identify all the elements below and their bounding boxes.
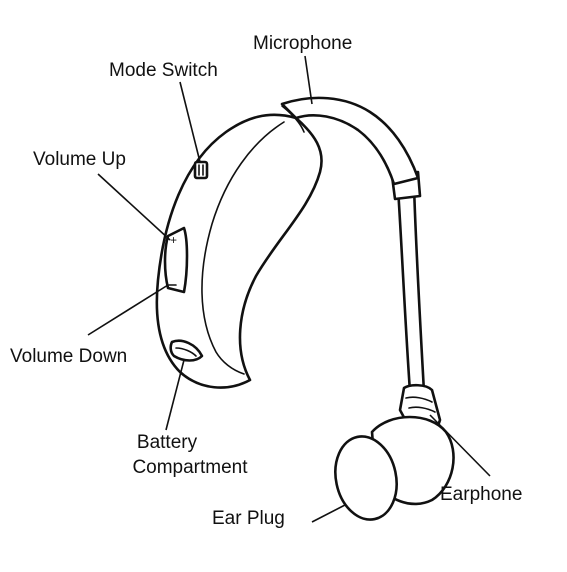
- label-compartment: Compartment: [132, 457, 248, 478]
- volume-rocker: [163, 226, 189, 294]
- label-battery: Battery: [137, 432, 198, 453]
- hearing-aid-body: [155, 113, 323, 389]
- ear-tube: [396, 184, 426, 394]
- label-earphone: Earphone: [440, 484, 522, 505]
- label-mode-switch: Mode Switch: [109, 60, 218, 81]
- mode-switch-control: [193, 160, 209, 180]
- leader-volume-down: [87, 284, 169, 336]
- label-volume-up: Volume Up: [33, 149, 126, 170]
- body-top-seam: [281, 105, 305, 133]
- volume-plus-symbol: +: [170, 233, 177, 247]
- ear-plug-front: [334, 435, 398, 521]
- leader-microphone: [304, 55, 313, 105]
- leader-volume-up: [97, 173, 171, 241]
- earphone-collar-line-1: [405, 396, 433, 403]
- label-volume-down: Volume Down: [10, 346, 127, 367]
- hearing-aid-hook: [280, 96, 420, 186]
- earphone-collar-line-2: [408, 406, 436, 413]
- leader-battery: [165, 359, 185, 431]
- leader-mode-switch: [179, 81, 201, 163]
- leader-earphone: [429, 414, 491, 477]
- battery-door-detail: [175, 347, 197, 357]
- body-seam: [201, 121, 285, 375]
- leader-ear-plug: [311, 504, 346, 523]
- label-microphone: Microphone: [253, 33, 352, 54]
- label-ear-plug: Ear Plug: [212, 508, 285, 529]
